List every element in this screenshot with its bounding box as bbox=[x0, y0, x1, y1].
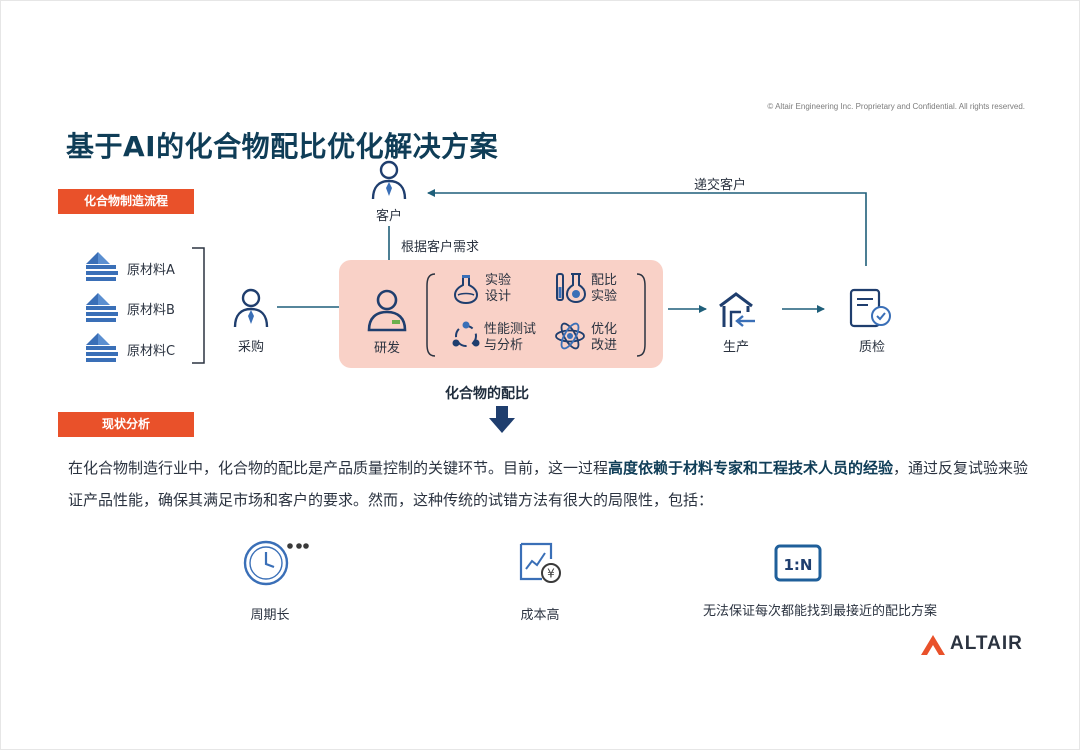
step-optimize-line2: 改进 bbox=[591, 338, 618, 353]
step-optimize-line1: 优化 bbox=[591, 322, 618, 337]
rnd-steps-brackets bbox=[426, 273, 646, 357]
flask-icon bbox=[452, 273, 480, 309]
customer-requirement-label: 根据客户需求 bbox=[401, 240, 480, 255]
down-arrow-icon bbox=[489, 406, 515, 438]
lab-equipment-icon bbox=[553, 271, 589, 309]
production-label: 生产 bbox=[722, 340, 749, 355]
deliver-customer-label: 递交客户 bbox=[694, 178, 747, 193]
procurement-label: 采购 bbox=[237, 340, 264, 355]
clock-icon bbox=[243, 540, 313, 592]
one-to-n-icon: 1:N bbox=[774, 544, 822, 588]
compound-ratio-label: 化合物的配比 bbox=[445, 386, 529, 402]
customer-label: 客户 bbox=[375, 209, 402, 224]
paragraph-part2: ，通过反复试验来验证产品性能，确保其满足市场和客户的要求。然而，这种传统的试错方… bbox=[68, 459, 1029, 509]
one-to-n-text: 1:N bbox=[784, 556, 813, 574]
altair-logo-text: ALTAIR bbox=[950, 633, 1023, 654]
material-b-icon bbox=[84, 291, 120, 327]
network-analysis-icon bbox=[450, 320, 482, 356]
limitation-cost-label: 成本高 bbox=[520, 608, 560, 623]
material-c-icon bbox=[84, 331, 120, 367]
factory-icon bbox=[717, 290, 757, 334]
paragraph-bold: 高度依赖于材料专家和工程技术人员的经验 bbox=[608, 459, 894, 477]
analysis-paragraph: 在化合物制造行业中，化合物的配比是产品质量控制的关键环节。目前，这一过程高度依赖… bbox=[68, 452, 1033, 516]
materials-bracket bbox=[192, 247, 205, 364]
qc-label: 质检 bbox=[858, 340, 885, 355]
page-title: 基于AI的化合物配比优化解决方案 bbox=[66, 130, 499, 163]
step-test-line1: 性能测试 bbox=[484, 322, 537, 337]
step-ratio-line2: 实验 bbox=[591, 289, 618, 304]
cost-chart-icon: ¥ bbox=[518, 541, 562, 589]
arrow-qc-customer bbox=[427, 189, 867, 266]
limitation-ratio-label: 无法保证每次都能找到最接近的配比方案 bbox=[702, 604, 937, 619]
quality-check-icon bbox=[848, 287, 892, 335]
svg-text:¥: ¥ bbox=[547, 567, 555, 581]
altair-logo-icon bbox=[920, 634, 946, 660]
step-design-line1: 实验 bbox=[485, 273, 512, 288]
analysis-section-tag: 现状分析 bbox=[58, 412, 194, 437]
step-design-line2: 设计 bbox=[485, 289, 512, 304]
step-test-line2: 与分析 bbox=[484, 338, 524, 353]
customer-person-icon bbox=[370, 159, 408, 205]
material-c-label: 原材料C bbox=[127, 344, 176, 359]
step-ratio-line1: 配比 bbox=[591, 273, 618, 288]
paragraph-part1: 在化合物制造行业中，化合物的配比是产品质量控制的关键环节。目前，这一过程 bbox=[68, 459, 609, 477]
procurement-person-icon bbox=[232, 287, 270, 333]
material-a-icon bbox=[84, 250, 120, 286]
copyright-notice: © Altair Engineering Inc. Proprietary an… bbox=[767, 102, 1025, 111]
process-section-tag: 化合物制造流程 bbox=[58, 189, 194, 214]
material-a-label: 原材料A bbox=[127, 263, 175, 278]
rnd-person-icon bbox=[366, 288, 408, 336]
limitation-cycle-label: 周期长 bbox=[250, 608, 290, 623]
material-b-label: 原材料B bbox=[127, 303, 175, 318]
rnd-label: 研发 bbox=[373, 341, 400, 356]
atom-icon bbox=[554, 320, 586, 356]
